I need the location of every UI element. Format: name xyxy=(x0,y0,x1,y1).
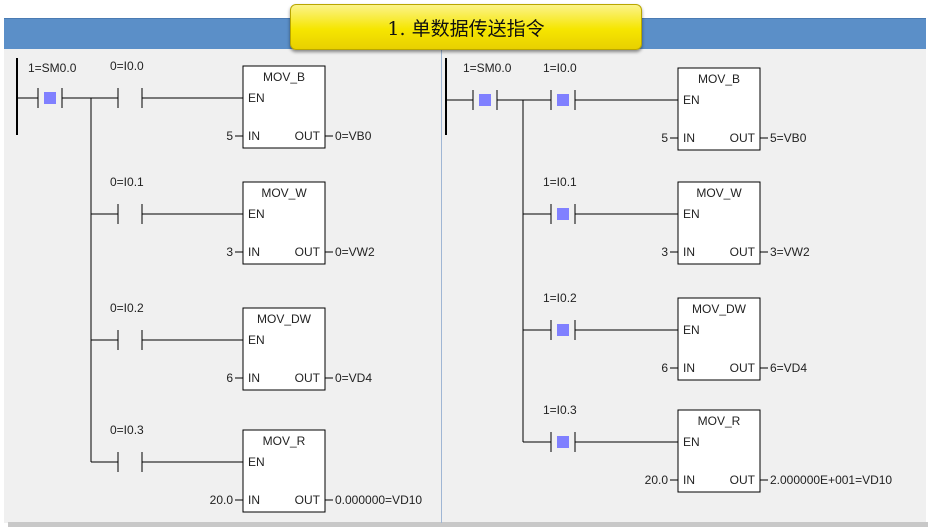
sm0-contact-active-marker xyxy=(479,94,491,106)
network-divider xyxy=(441,49,442,523)
mov-box-name: MOV_R xyxy=(263,434,306,448)
in-value: 6 xyxy=(226,371,233,385)
in-pin-label: IN xyxy=(248,493,260,507)
in-pin-label: IN xyxy=(683,361,695,375)
slide-title: 1. 单数据传送指令 xyxy=(290,4,642,50)
out-pin-label: OUT xyxy=(730,473,756,487)
out-value: 6=VD4 xyxy=(770,361,807,375)
sm0-contact-active-marker xyxy=(44,92,56,104)
in-value: 5 xyxy=(226,129,233,143)
input-contact-label: 0=I0.2 xyxy=(110,301,144,315)
in-value: 20.0 xyxy=(645,473,669,487)
input-contact-label: 1=I0.0 xyxy=(543,61,577,75)
input-contact-label: 0=I0.3 xyxy=(110,423,144,437)
out-value: 0=VD4 xyxy=(335,371,372,385)
mov-box xyxy=(242,181,326,265)
out-pin-label: OUT xyxy=(295,129,321,143)
out-pin-label: OUT xyxy=(295,245,321,259)
in-value: 20.0 xyxy=(210,493,234,507)
out-value: 2.000000E+001=VD10 xyxy=(770,473,892,487)
in-value: 6 xyxy=(661,361,668,375)
input-contact-label: 0=I0.0 xyxy=(110,59,144,73)
mov-box xyxy=(677,409,761,493)
mov-box xyxy=(242,429,326,513)
mov-box-name: MOV_W xyxy=(696,186,742,200)
mov-box-name: MOV_R xyxy=(698,414,741,428)
out-pin-label: OUT xyxy=(730,131,756,145)
in-pin-label: IN xyxy=(683,473,695,487)
out-value: 0=VB0 xyxy=(335,129,372,143)
out-pin-label: OUT xyxy=(295,371,321,385)
in-value: 3 xyxy=(661,245,668,259)
in-pin-label: IN xyxy=(248,129,260,143)
input-contact-active-marker xyxy=(557,436,569,448)
out-pin-label: OUT xyxy=(730,245,756,259)
input-contact-label: 1=I0.2 xyxy=(543,291,577,305)
mov-box xyxy=(242,307,326,391)
in-value: 5 xyxy=(661,131,668,145)
in-pin-label: IN xyxy=(248,371,260,385)
mov-box xyxy=(677,67,761,151)
input-contact-label: 1=I0.1 xyxy=(543,175,577,189)
out-value: 3=VW2 xyxy=(770,245,810,259)
input-contact-label: 0=I0.1 xyxy=(110,175,144,189)
mov-box xyxy=(242,65,326,149)
en-pin-label: EN xyxy=(248,207,265,221)
en-pin-label: EN xyxy=(683,207,700,221)
mov-box-name: MOV_DW xyxy=(257,312,312,326)
in-pin-label: IN xyxy=(248,245,260,259)
en-pin-label: EN xyxy=(683,93,700,107)
in-value: 3 xyxy=(226,245,233,259)
out-value: 0.000000=VD10 xyxy=(335,493,422,507)
mov-box-name: MOV_W xyxy=(261,186,307,200)
out-value: 0=VW2 xyxy=(335,245,375,259)
input-contact-label: 1=I0.3 xyxy=(543,403,577,417)
in-pin-label: IN xyxy=(683,131,695,145)
panel-shadow xyxy=(8,522,928,527)
in-pin-label: IN xyxy=(683,245,695,259)
out-pin-label: OUT xyxy=(295,493,321,507)
en-pin-label: EN xyxy=(683,323,700,337)
en-pin-label: EN xyxy=(248,455,265,469)
en-pin-label: EN xyxy=(683,435,700,449)
mov-box-name: MOV_B xyxy=(698,72,740,86)
mov-box xyxy=(677,181,761,265)
sm0-contact-label: 1=SM0.0 xyxy=(28,61,77,75)
mov-box-name: MOV_DW xyxy=(692,302,747,316)
out-value: 5=VB0 xyxy=(770,131,807,145)
ladder-panel xyxy=(4,49,926,523)
en-pin-label: EN xyxy=(248,91,265,105)
mov-box xyxy=(677,297,761,381)
input-contact-active-marker xyxy=(557,324,569,336)
mov-box-name: MOV_B xyxy=(263,70,305,84)
out-pin-label: OUT xyxy=(730,361,756,375)
input-contact-active-marker xyxy=(557,94,569,106)
en-pin-label: EN xyxy=(248,333,265,347)
input-contact-active-marker xyxy=(557,208,569,220)
sm0-contact-label: 1=SM0.0 xyxy=(463,61,512,75)
